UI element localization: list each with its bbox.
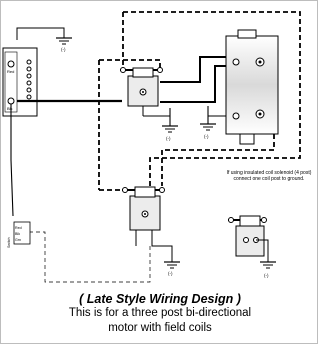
ground-symbol-motor xyxy=(200,115,226,131)
switch-side-label: Switch xyxy=(7,237,11,248)
ground-symbol-top-left xyxy=(16,27,72,45)
ground-label-mid: (-) xyxy=(166,136,171,141)
caption-line-2: This is for a three post bi-directional xyxy=(68,307,252,319)
thin-dashed-wire xyxy=(22,231,151,283)
block-label-red: Red xyxy=(7,69,14,74)
switch-label-blk: Blk xyxy=(15,232,20,236)
ground-label-top-left: (-) xyxy=(61,47,66,52)
solenoid-top xyxy=(120,67,170,117)
switch-label-grn: Grn xyxy=(15,238,21,242)
dashed-wires xyxy=(98,11,301,191)
ground-label-inset: (-) xyxy=(264,273,269,278)
insulated-coil-note: If using insulated coil solenoid (4 post… xyxy=(226,170,312,182)
caption-title: ( Late Style Wiring Design ) xyxy=(79,292,241,306)
solid-wires xyxy=(10,56,228,217)
caption-line-3: motor with field coils xyxy=(108,322,212,334)
ground-symbol-inset xyxy=(260,261,276,269)
ground-symbol-bottom xyxy=(164,261,180,269)
block-label-blk: Blk xyxy=(7,106,13,111)
solenoid-bottom xyxy=(122,186,173,262)
ground-label-bottom: (-) xyxy=(168,271,173,276)
ground-symbol-mid xyxy=(162,125,178,133)
hand-switch xyxy=(13,221,31,245)
switch-label-red: Red xyxy=(15,226,22,230)
winch-motor xyxy=(225,29,279,145)
inset-solenoid xyxy=(228,215,269,262)
control-block xyxy=(2,47,38,117)
ground-label-motor: (-) xyxy=(204,134,209,139)
